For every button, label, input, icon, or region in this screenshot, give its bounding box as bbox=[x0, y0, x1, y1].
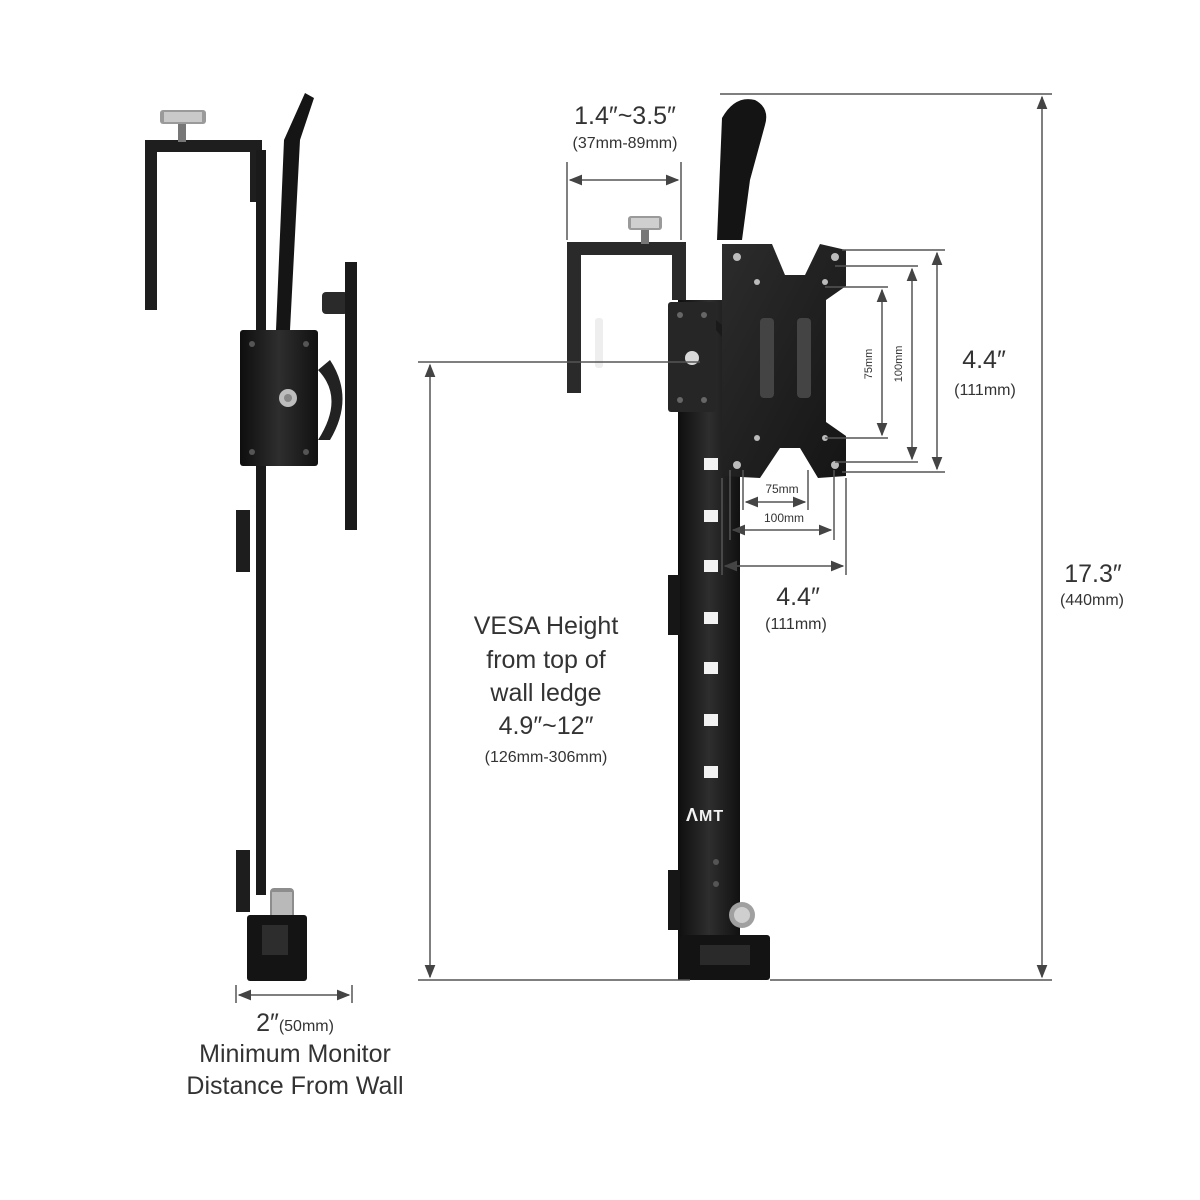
clamp-range-mm: (37mm-89mm) bbox=[572, 135, 678, 152]
brand-logo: ΛMT bbox=[686, 805, 725, 825]
vesa-plate-height-inch: 4.4″ bbox=[962, 346, 1006, 374]
vesa-plate-height-mm: (111mm) bbox=[954, 382, 1016, 399]
vesa-height-range: 4.9″~12″ bbox=[498, 712, 594, 740]
vesa-height-line1: VESA Height bbox=[473, 612, 619, 640]
min-distance-mm: (50mm) bbox=[278, 1018, 334, 1035]
min-distance-inch: 2″ bbox=[256, 1009, 279, 1037]
side-pole bbox=[256, 150, 266, 895]
front-vesa-plate bbox=[722, 244, 846, 478]
side-vesa-plate bbox=[345, 262, 357, 530]
vesa-small-horizontal-label: 75mm bbox=[765, 482, 799, 496]
clamp-range-inch: 1.4″~3.5″ bbox=[574, 102, 676, 130]
side-hook-arm bbox=[276, 93, 314, 330]
vesa-height-line3: wall ledge bbox=[490, 679, 602, 707]
vesa-height-line2: from top of bbox=[486, 646, 606, 674]
min-distance-value: 2″(50mm) bbox=[170, 1010, 420, 1037]
rail-slots bbox=[704, 458, 718, 778]
vesa-large-vertical-label: 100mm bbox=[893, 345, 906, 383]
overall-height-inch: 17.3″ bbox=[1064, 560, 1122, 588]
dimension-lines bbox=[235, 93, 1052, 1003]
min-distance-caption-line1: Minimum Monitor bbox=[199, 1040, 391, 1068]
side-tilt-knob bbox=[322, 292, 348, 314]
vesa-height-range-mm: (126mm-306mm) bbox=[484, 749, 608, 766]
front-handle bbox=[717, 99, 767, 240]
side-view-mount bbox=[145, 93, 357, 981]
vesa-plate-width-inch: 4.4″ bbox=[776, 583, 820, 611]
min-distance-caption-line2: Distance From Wall bbox=[186, 1072, 404, 1100]
front-view-mount bbox=[567, 99, 846, 980]
vesa-large-horizontal-label: 100mm bbox=[763, 511, 804, 525]
side-clamp-bracket bbox=[145, 140, 262, 310]
front-clamp-bracket bbox=[567, 242, 686, 393]
vesa-holes bbox=[733, 253, 839, 469]
vesa-plate-width-mm: (111mm) bbox=[765, 616, 827, 633]
overall-height-mm: (440mm) bbox=[1059, 592, 1124, 609]
vesa-small-vertical-label: 75mm bbox=[863, 348, 876, 380]
